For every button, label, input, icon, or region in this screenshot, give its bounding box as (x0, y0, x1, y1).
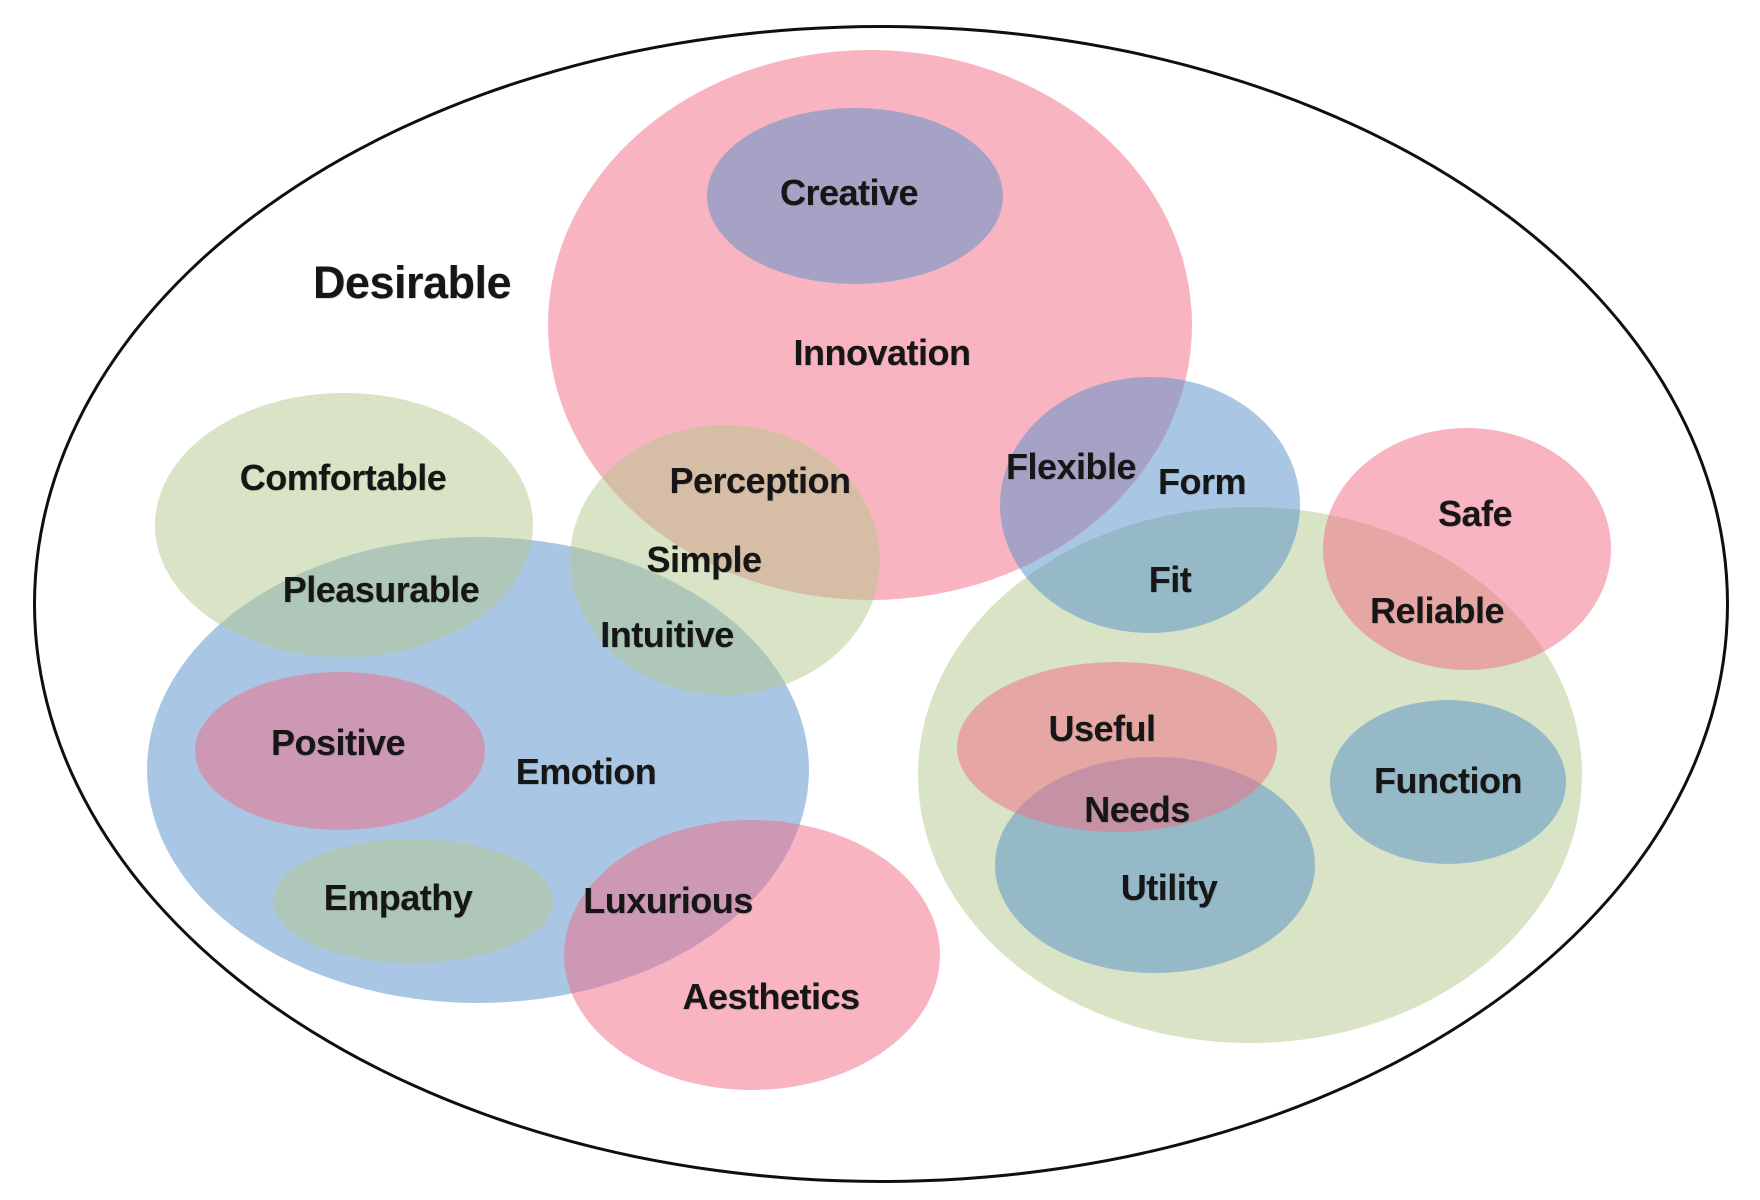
label-intuitive: Intuitive (600, 614, 734, 655)
ellipse-creative (707, 108, 1003, 284)
ellipse-function (1330, 700, 1566, 864)
label-useful: Useful (1048, 708, 1156, 749)
label-creative: Creative (779, 172, 919, 213)
label-comfortable: Comfortable (239, 457, 447, 498)
ellipse-safe (1323, 428, 1611, 670)
label-perception: Perception (669, 460, 851, 501)
label-pleasurable: Pleasurable (282, 569, 480, 610)
ellipse-useful (957, 662, 1277, 832)
label-empathy: Empathy (323, 877, 473, 918)
outer-ellipse-desirable (33, 25, 1729, 1183)
label-function: Function (1374, 760, 1522, 801)
ellipse-simple-perception (570, 425, 880, 695)
ellipse-comfortable (155, 393, 533, 657)
ellipse-positive (195, 672, 485, 830)
ellipse-empathy (273, 839, 553, 963)
label-reliable: Reliable (1369, 590, 1505, 631)
label-emotion: Emotion (515, 751, 657, 792)
label-positive: Positive (270, 722, 406, 763)
label-needs: Needs (1084, 789, 1190, 830)
label-safe: Safe (1437, 493, 1513, 534)
label-flexible: Flexible (1005, 446, 1137, 487)
label-aesthetics: Aesthetics (682, 976, 860, 1017)
ellipse-form-fit (1000, 377, 1300, 633)
label-form: Form (1158, 461, 1247, 502)
label-utility: Utility (1120, 867, 1218, 908)
label-simple: Simple (646, 539, 762, 580)
ellipse-aesthetics (564, 820, 940, 1090)
label-innovation: Innovation (793, 332, 972, 373)
label-luxurious: Luxurious (583, 880, 753, 921)
label-desirable: Desirable (312, 257, 512, 308)
label-fit: Fit (1148, 559, 1192, 600)
